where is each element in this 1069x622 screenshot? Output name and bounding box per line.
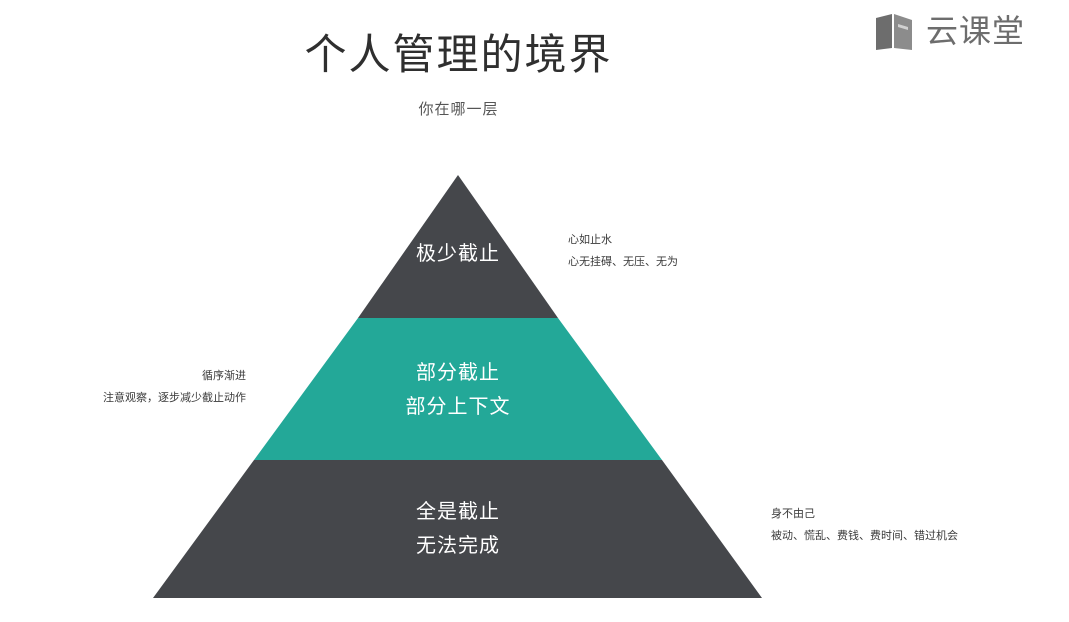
logo-text: 云课堂	[926, 12, 1026, 50]
logo: 云课堂	[872, 10, 1025, 52]
level-bottom-note-line-2: 被动、慌乱、费钱、费时间、错过机会	[771, 529, 958, 542]
level-top-line-1: 极少截止	[416, 241, 500, 265]
level-bottom-line-2: 无法完成	[416, 533, 500, 557]
level-middle-line-1: 部分截止	[416, 360, 500, 384]
level-middle-note: 循序渐进 注意观察，逐步减少截止动作	[40, 365, 246, 409]
level-top-label: 极少截止	[358, 236, 558, 270]
level-bottom-note-line-1: 身不由己	[771, 507, 815, 520]
pyramid-level-middle	[254, 318, 662, 460]
level-top-note-line-1: 心如止水	[568, 233, 612, 246]
level-bottom-label: 全是截止 无法完成	[308, 494, 608, 562]
book-logo-icon	[876, 14, 912, 50]
pyramid-level-bottom	[153, 460, 762, 598]
page-title: 个人管理的境界	[304, 30, 613, 79]
level-middle-note-line-2: 注意观察，逐步减少截止动作	[103, 391, 246, 404]
page-subtitle: 你在哪一层	[418, 100, 499, 118]
level-bottom-line-1: 全是截止	[416, 499, 500, 523]
level-middle-label: 部分截止 部分上下文	[308, 355, 608, 423]
level-middle-line-2: 部分上下文	[405, 394, 511, 418]
level-top-note: 心如止水 心无挂碍、无压、无为	[568, 229, 678, 273]
level-middle-note-line-1: 循序渐进	[202, 369, 246, 382]
level-bottom-note: 身不由己 被动、慌乱、费钱、费时间、错过机会	[771, 503, 958, 547]
level-top-note-line-2: 心无挂碍、无压、无为	[568, 255, 678, 268]
pyramid-level-top	[358, 175, 558, 318]
